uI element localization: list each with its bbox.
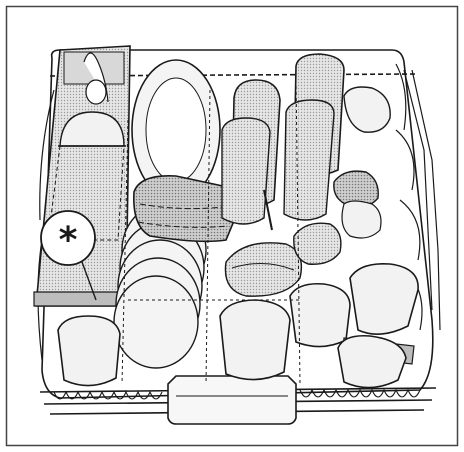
glasses-upright (221, 53, 345, 231)
cups-front-row (57, 262, 419, 387)
basket-handle (167, 375, 297, 425)
basket-bottom-loops (53, 388, 421, 400)
bowl (133, 175, 239, 243)
asterisk-callout-symbol: * (59, 220, 78, 261)
asterisk-callout: * (40, 210, 97, 301)
cup-holder-right (337, 334, 415, 389)
cup-in-cutlery-basket (47, 111, 126, 241)
cutlery-basket (33, 45, 131, 307)
basket-front-wires (121, 79, 301, 385)
image-border (5, 5, 459, 447)
cups-top-right (333, 86, 391, 239)
small-bowls (224, 222, 342, 297)
